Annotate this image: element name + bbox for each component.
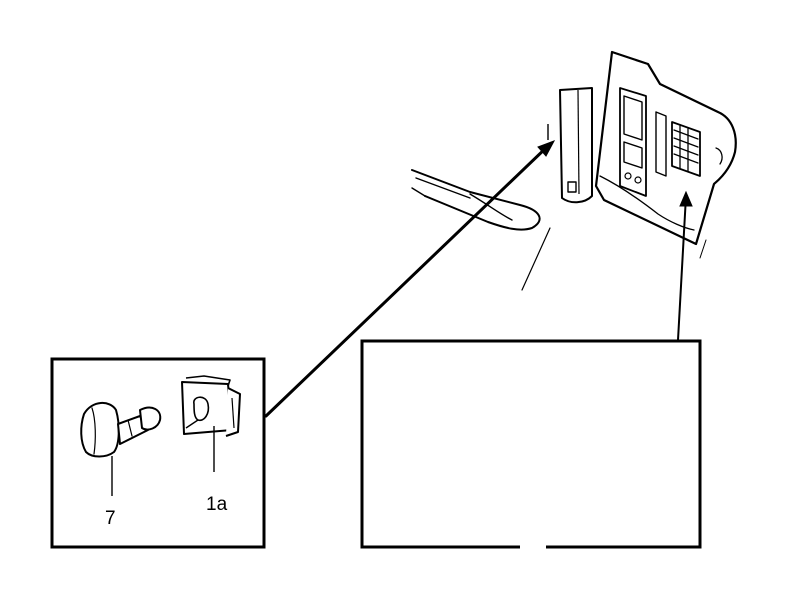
bolt-7-icon [80,402,162,458]
detail-box-empty [360,339,702,551]
clip-nut-1a-icon [181,375,241,437]
side-trim-panel [594,50,737,246]
callout-label-7: 7 [105,508,116,529]
pointer-lines [264,140,707,418]
detail-box-fasteners: 7 1a [50,357,266,549]
grab-handle-rail [411,169,541,231]
callout-label-1a: 1a [206,494,228,515]
pillar-trim-cover [547,87,593,204]
